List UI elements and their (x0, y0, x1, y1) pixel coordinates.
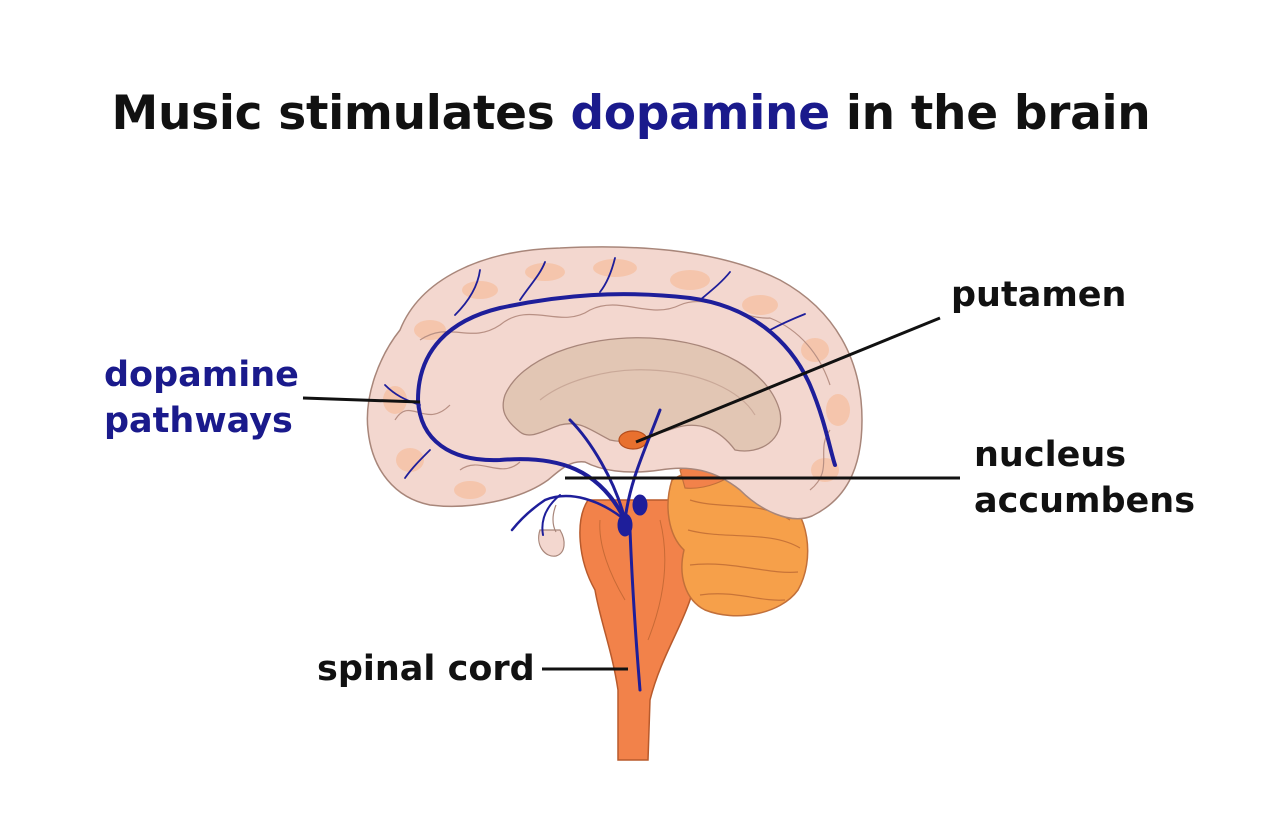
label-nucleus-accumbens: nucleus accumbens (974, 432, 1195, 524)
page-title: Music stimulates dopamine in the brain (0, 86, 1262, 141)
label-dopamine-pathways: dopamine pathways (104, 352, 299, 444)
leader-dopamine-pathways (302, 396, 421, 404)
dopamine-pathways (384, 257, 837, 692)
pituitary (538, 504, 565, 557)
label-nucleus-accumbens-line-1: nucleus (974, 435, 1127, 475)
label-dopamine-pathways-line-2: pathways (104, 401, 293, 441)
label-nucleus-accumbens-line-2: accumbens (974, 481, 1196, 521)
title-text-end: in the brain (829, 86, 1151, 141)
label-putamen-text: putamen (951, 275, 1127, 315)
leader-putamen (635, 316, 941, 444)
label-dopamine-pathways-line-1: dopamine (104, 355, 299, 395)
label-spinal-cord-text: spinal cord (317, 649, 535, 689)
title-text-start: Music stimulates (111, 86, 571, 141)
label-putamen: putamen (951, 272, 1126, 318)
label-spinal-cord: spinal cord (317, 646, 535, 692)
title-highlight: dopamine (570, 86, 830, 141)
